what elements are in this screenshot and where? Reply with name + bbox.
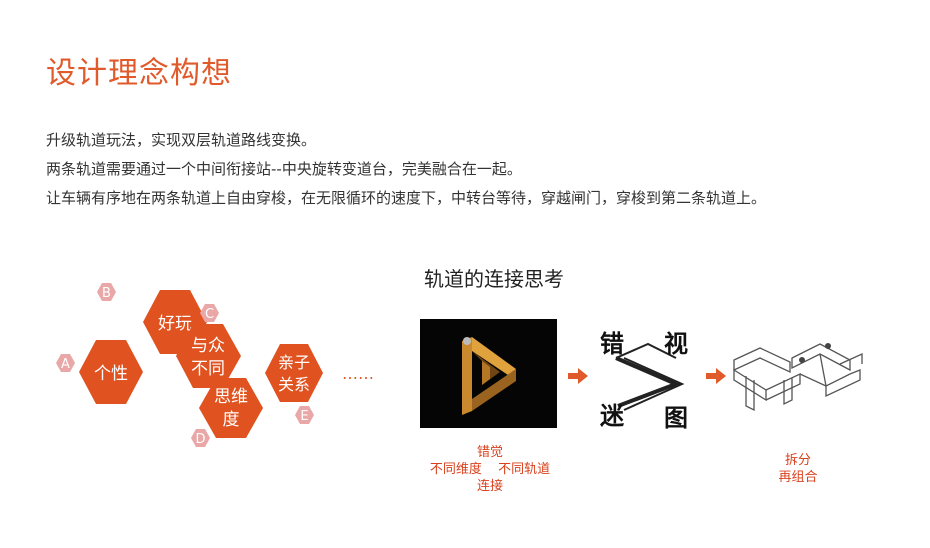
caption-illusion: 错觉 不同维度 不同轨道 连接: [420, 444, 560, 495]
track-wireframe-image: [730, 334, 870, 414]
caption-recombine: 拆分 再组合: [762, 452, 834, 486]
hexagon-a-text: 个性: [94, 364, 128, 384]
description-line: 两条轨道需要通过一个中间衔接站--中央旋转变道台，完美融合在一起。: [46, 160, 522, 178]
hexagon-c-text-1: 与众: [191, 336, 225, 356]
penrose-triangle-image: [420, 319, 557, 428]
arrow-right-icon: [706, 368, 726, 388]
badge-a-letter: A: [61, 357, 70, 372]
hexagon-b-text: 好玩: [158, 314, 192, 334]
badge-b-letter: B: [102, 286, 111, 301]
hexagon-d-text-1: 思维: [214, 387, 248, 407]
badge-c: [200, 304, 219, 322]
caption-line: 不同维度 不同轨道: [420, 461, 560, 478]
badge-a: [56, 354, 75, 372]
badge-b: [97, 283, 116, 301]
description: 升级轨道玩法，实现双层轨道路线变换。 两条轨道需要通过一个中间衔接站--中央旋转…: [46, 126, 906, 213]
description-line: 升级轨道玩法，实现双层轨道路线变换。: [46, 131, 317, 149]
badge-e-letter: E: [300, 409, 308, 424]
caption-line: 再组合: [778, 470, 818, 485]
hexagon-e-text-2: 关系: [278, 375, 310, 394]
hexagon-d: [199, 378, 263, 438]
badge-d-letter: D: [195, 432, 205, 447]
caption-line: 连接: [476, 479, 503, 494]
section-heading: 轨道的连接思考: [424, 267, 564, 291]
hexagon-e: [265, 344, 323, 402]
hexagon-c-text-2: 不同: [191, 359, 225, 379]
hexagon-e-text-1: 亲子: [278, 353, 310, 372]
badge-d: [191, 429, 210, 447]
illusion-char: 迷: [600, 402, 625, 430]
hexagon-c: [176, 324, 241, 388]
hexagon-cluster: 好玩 个性 与众 不同 思维 度 亲子 关系 B A C D E: [50, 282, 390, 452]
illusion-graphic: 错 视 迷 图: [598, 322, 696, 432]
hexagon-a: [79, 340, 143, 404]
badge-e: [295, 406, 314, 424]
caption-line: 错觉: [476, 445, 503, 460]
illusion-char: 错: [600, 330, 624, 358]
caption-segment: 不同维度: [429, 462, 482, 477]
badge-c-letter: C: [205, 307, 214, 322]
illusion-char: 图: [664, 404, 688, 432]
page-title: 设计理念构想: [46, 56, 232, 91]
arrow-right-icon: [568, 368, 588, 388]
caption-segment: 不同轨道: [498, 462, 551, 477]
hexagon-d-text-2: 度: [223, 410, 240, 430]
description-line: 让车辆有序地在两条轨道上自由穿梭，在无限循环的速度下，中转台等待，穿越闸门，穿梭…: [46, 189, 767, 207]
caption-line: 拆分: [784, 453, 811, 468]
ellipsis: ……: [342, 364, 374, 383]
illusion-char: 视: [664, 330, 688, 358]
